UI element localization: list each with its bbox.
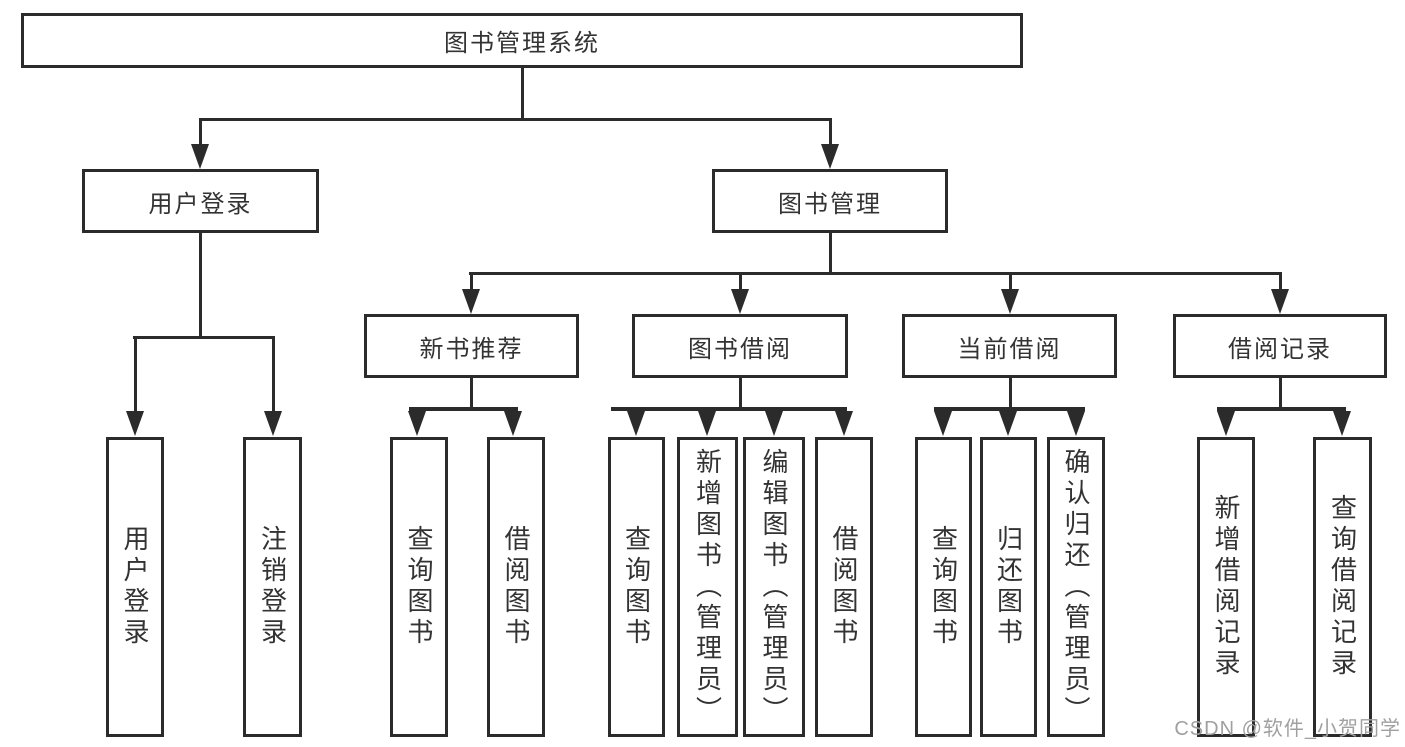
node-label: 用户登录 <box>148 190 253 218</box>
node-label: 新书推荐 <box>419 335 524 363</box>
node-current-borrow: 当前借阅 <box>902 314 1117 378</box>
connector-line <box>1278 272 1282 291</box>
connector-line <box>611 407 847 411</box>
node-label: 图书借阅 <box>688 335 792 363</box>
arrow-down-icon <box>264 411 282 436</box>
leaf-borrow-books: 借阅图书 <box>815 437 873 737</box>
connector-line <box>198 233 202 338</box>
arrow-down-icon <box>821 144 839 169</box>
csdn-watermark: CSDN @软件_小贺同学 <box>1174 718 1401 740</box>
arrow-down-icon <box>1217 411 1235 436</box>
connector-line <box>271 336 275 413</box>
arrow-down-icon <box>999 411 1017 436</box>
node-book-borrow: 图书借阅 <box>632 314 848 378</box>
connector-line <box>738 378 742 409</box>
connector-line <box>198 118 202 146</box>
node-label: 图书管理 <box>778 190 882 218</box>
leaf-label: 借阅图书 <box>829 525 859 649</box>
node-user-login: 用户登录 <box>82 169 319 233</box>
node-library-system: 图书管理系统 <box>21 13 1023 68</box>
arrow-down-icon <box>1067 411 1085 436</box>
connector-line <box>828 118 832 146</box>
leaf-add-borrow-record: 新增借阅记录 <box>1197 437 1255 737</box>
leaf-label: 注销登录 <box>257 525 288 649</box>
leaf-query-books-recommend: 查询图书 <box>390 437 448 737</box>
leaf-label: 查询图书 <box>928 525 959 649</box>
node-new-book-recommend: 新书推荐 <box>364 314 579 378</box>
arrow-down-icon <box>835 411 853 436</box>
leaf-logout: 注销登录 <box>243 437 302 737</box>
arrow-down-icon <box>408 411 426 436</box>
node-book-management: 图书管理 <box>712 169 948 233</box>
connector-line <box>828 233 832 274</box>
node-label: 当前借阅 <box>957 335 1062 363</box>
leaf-label: 查询借阅记录 <box>1327 494 1358 680</box>
arrow-down-icon <box>126 411 144 436</box>
arrow-down-icon <box>934 411 952 436</box>
arrow-down-icon <box>1333 411 1351 436</box>
connector-line <box>1008 272 1012 291</box>
node-borrow-records: 借阅记录 <box>1173 314 1387 378</box>
arrow-down-icon <box>765 411 783 436</box>
leaf-query-borrow-record: 查询借阅记录 <box>1313 437 1372 737</box>
leaf-label: 新增图书（管理员） <box>692 447 723 727</box>
leaf-query-books-current: 查询图书 <box>915 437 972 737</box>
leaf-return-books: 归还图书 <box>980 437 1037 737</box>
leaf-label: 归还图书 <box>993 525 1024 649</box>
connector-line <box>133 336 275 339</box>
leaf-label: 查询图书 <box>621 525 652 649</box>
leaf-label: 借阅图书 <box>501 525 531 649</box>
connector-line <box>469 272 1281 275</box>
arrow-down-icon <box>191 144 209 169</box>
connector-line <box>199 118 831 121</box>
arrow-down-icon <box>1001 289 1019 314</box>
connector-line <box>934 407 1085 411</box>
connector-line <box>738 272 742 291</box>
arrow-down-icon <box>462 289 480 314</box>
connector-line <box>1008 378 1012 409</box>
arrow-down-icon <box>698 411 716 436</box>
arrow-down-icon <box>731 289 749 314</box>
connector-line <box>469 272 473 291</box>
arrow-down-icon <box>504 411 522 436</box>
connector-line <box>133 336 137 413</box>
leaf-borrow-books-recommend: 借阅图书 <box>487 437 545 737</box>
leaf-confirm-return-admin: 确认归还（管理员） <box>1047 437 1105 737</box>
leaf-add-books-admin: 新增图书（管理员） <box>677 437 738 737</box>
leaf-label: 编辑图书（管理员） <box>759 447 789 727</box>
leaf-user-login: 用户登录 <box>106 437 164 737</box>
connector-line <box>409 407 518 411</box>
node-label: 图书管理系统 <box>444 30 600 57</box>
arrow-down-icon <box>1271 289 1289 314</box>
leaf-label: 用户登录 <box>120 525 150 649</box>
connector-line <box>1278 378 1282 409</box>
connector-line <box>1217 407 1346 411</box>
leaf-label: 新增借阅记录 <box>1211 494 1241 680</box>
leaf-query-books-borrow: 查询图书 <box>608 437 665 737</box>
leaf-label: 查询图书 <box>404 525 434 649</box>
leaf-edit-books-admin: 编辑图书（管理员） <box>743 437 805 737</box>
connector-line <box>520 68 524 121</box>
connector-line <box>469 378 473 409</box>
leaf-label: 确认归还（管理员） <box>1061 447 1091 727</box>
node-label: 借阅记录 <box>1228 335 1332 363</box>
arrow-down-icon <box>627 411 645 436</box>
